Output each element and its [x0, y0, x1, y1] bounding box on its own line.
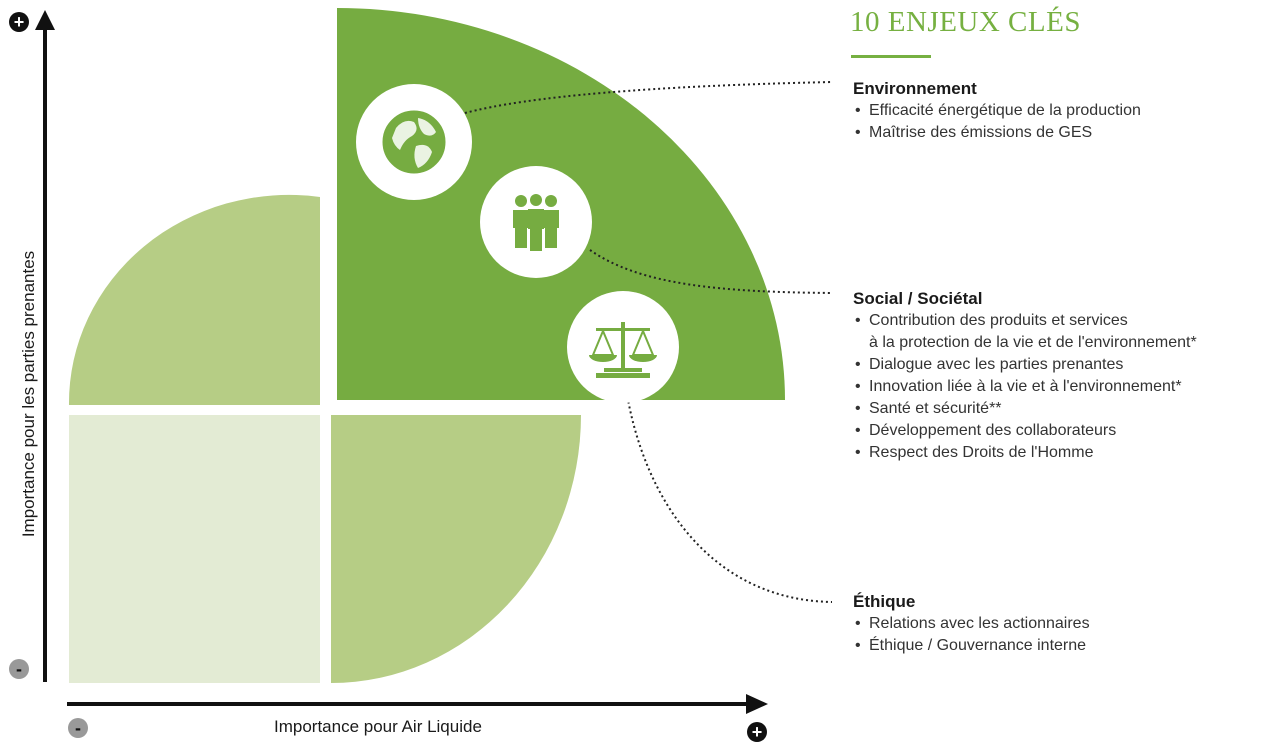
list-item-continuation: à la protection de la vie et de l'enviro… [869, 334, 1197, 351]
list-item: Dialogue avec les parties prenantes [853, 354, 1282, 376]
quadrant-top-left [68, 194, 320, 460]
y-axis-label: Importance pour les parties prenantes [19, 250, 38, 538]
quadrant-bottom-left [69, 415, 320, 683]
x-axis-plus-icon: + [747, 722, 767, 742]
svg-text:+: + [752, 722, 763, 742]
people-icon [480, 166, 592, 278]
list-item: Efficacité énergétique de la production [853, 100, 1282, 122]
panel-title: 10 ENJEUX CLÉS [850, 6, 1081, 38]
category-list: Relations avec les actionnaires Éthique … [853, 613, 1282, 657]
category-ethique: Éthique Relations avec les actionnaires … [853, 591, 1282, 657]
list-item: Santé et sécurité** [853, 398, 1282, 420]
x-axis-label: Importance pour Air Liquide [274, 717, 482, 736]
quadrant-bottom-right [331, 415, 581, 683]
y-axis-plus-icon: + [9, 12, 29, 32]
materiality-diagram: + - - + [9, 8, 833, 742]
connector-environnement [464, 81, 833, 114]
title-underline [851, 55, 931, 58]
y-axis-minus-icon: - [9, 659, 29, 679]
category-environnement: Environnement Efficacité énergétique de … [853, 78, 1282, 144]
scales-icon [567, 291, 679, 403]
y-axis-line [43, 28, 47, 682]
list-item: Respect des Droits de l'Homme [853, 442, 1282, 464]
list-item: Contribution des produits et services [853, 310, 1282, 332]
category-title: Environnement [853, 79, 977, 98]
x-axis-arrowhead [746, 694, 768, 714]
svg-text:-: - [75, 718, 81, 738]
list-item: Maîtrise des émissions de GES [853, 122, 1282, 144]
category-title: Social / Sociétal [853, 289, 983, 308]
x-axis-minus-icon: - [68, 718, 88, 738]
list-item: Relations avec les actionnaires [853, 613, 1282, 635]
category-list: Efficacité énergétique de la production … [853, 100, 1282, 144]
y-axis-arrowhead [35, 10, 55, 30]
category-social: Social / Sociétal Contribution des produ… [853, 288, 1282, 464]
category-list: Contribution des produits et services à … [853, 310, 1282, 464]
list-item: Innovation liée à la vie et à l'environn… [853, 376, 1282, 398]
globe-icon [356, 84, 472, 200]
x-axis-line [67, 702, 750, 706]
svg-text:+: + [14, 12, 25, 32]
category-title: Éthique [853, 592, 916, 611]
svg-text:-: - [16, 659, 22, 679]
list-item: Éthique / Gouvernance interne [853, 635, 1282, 657]
list-item: Développement des collaborateurs [853, 420, 1282, 442]
